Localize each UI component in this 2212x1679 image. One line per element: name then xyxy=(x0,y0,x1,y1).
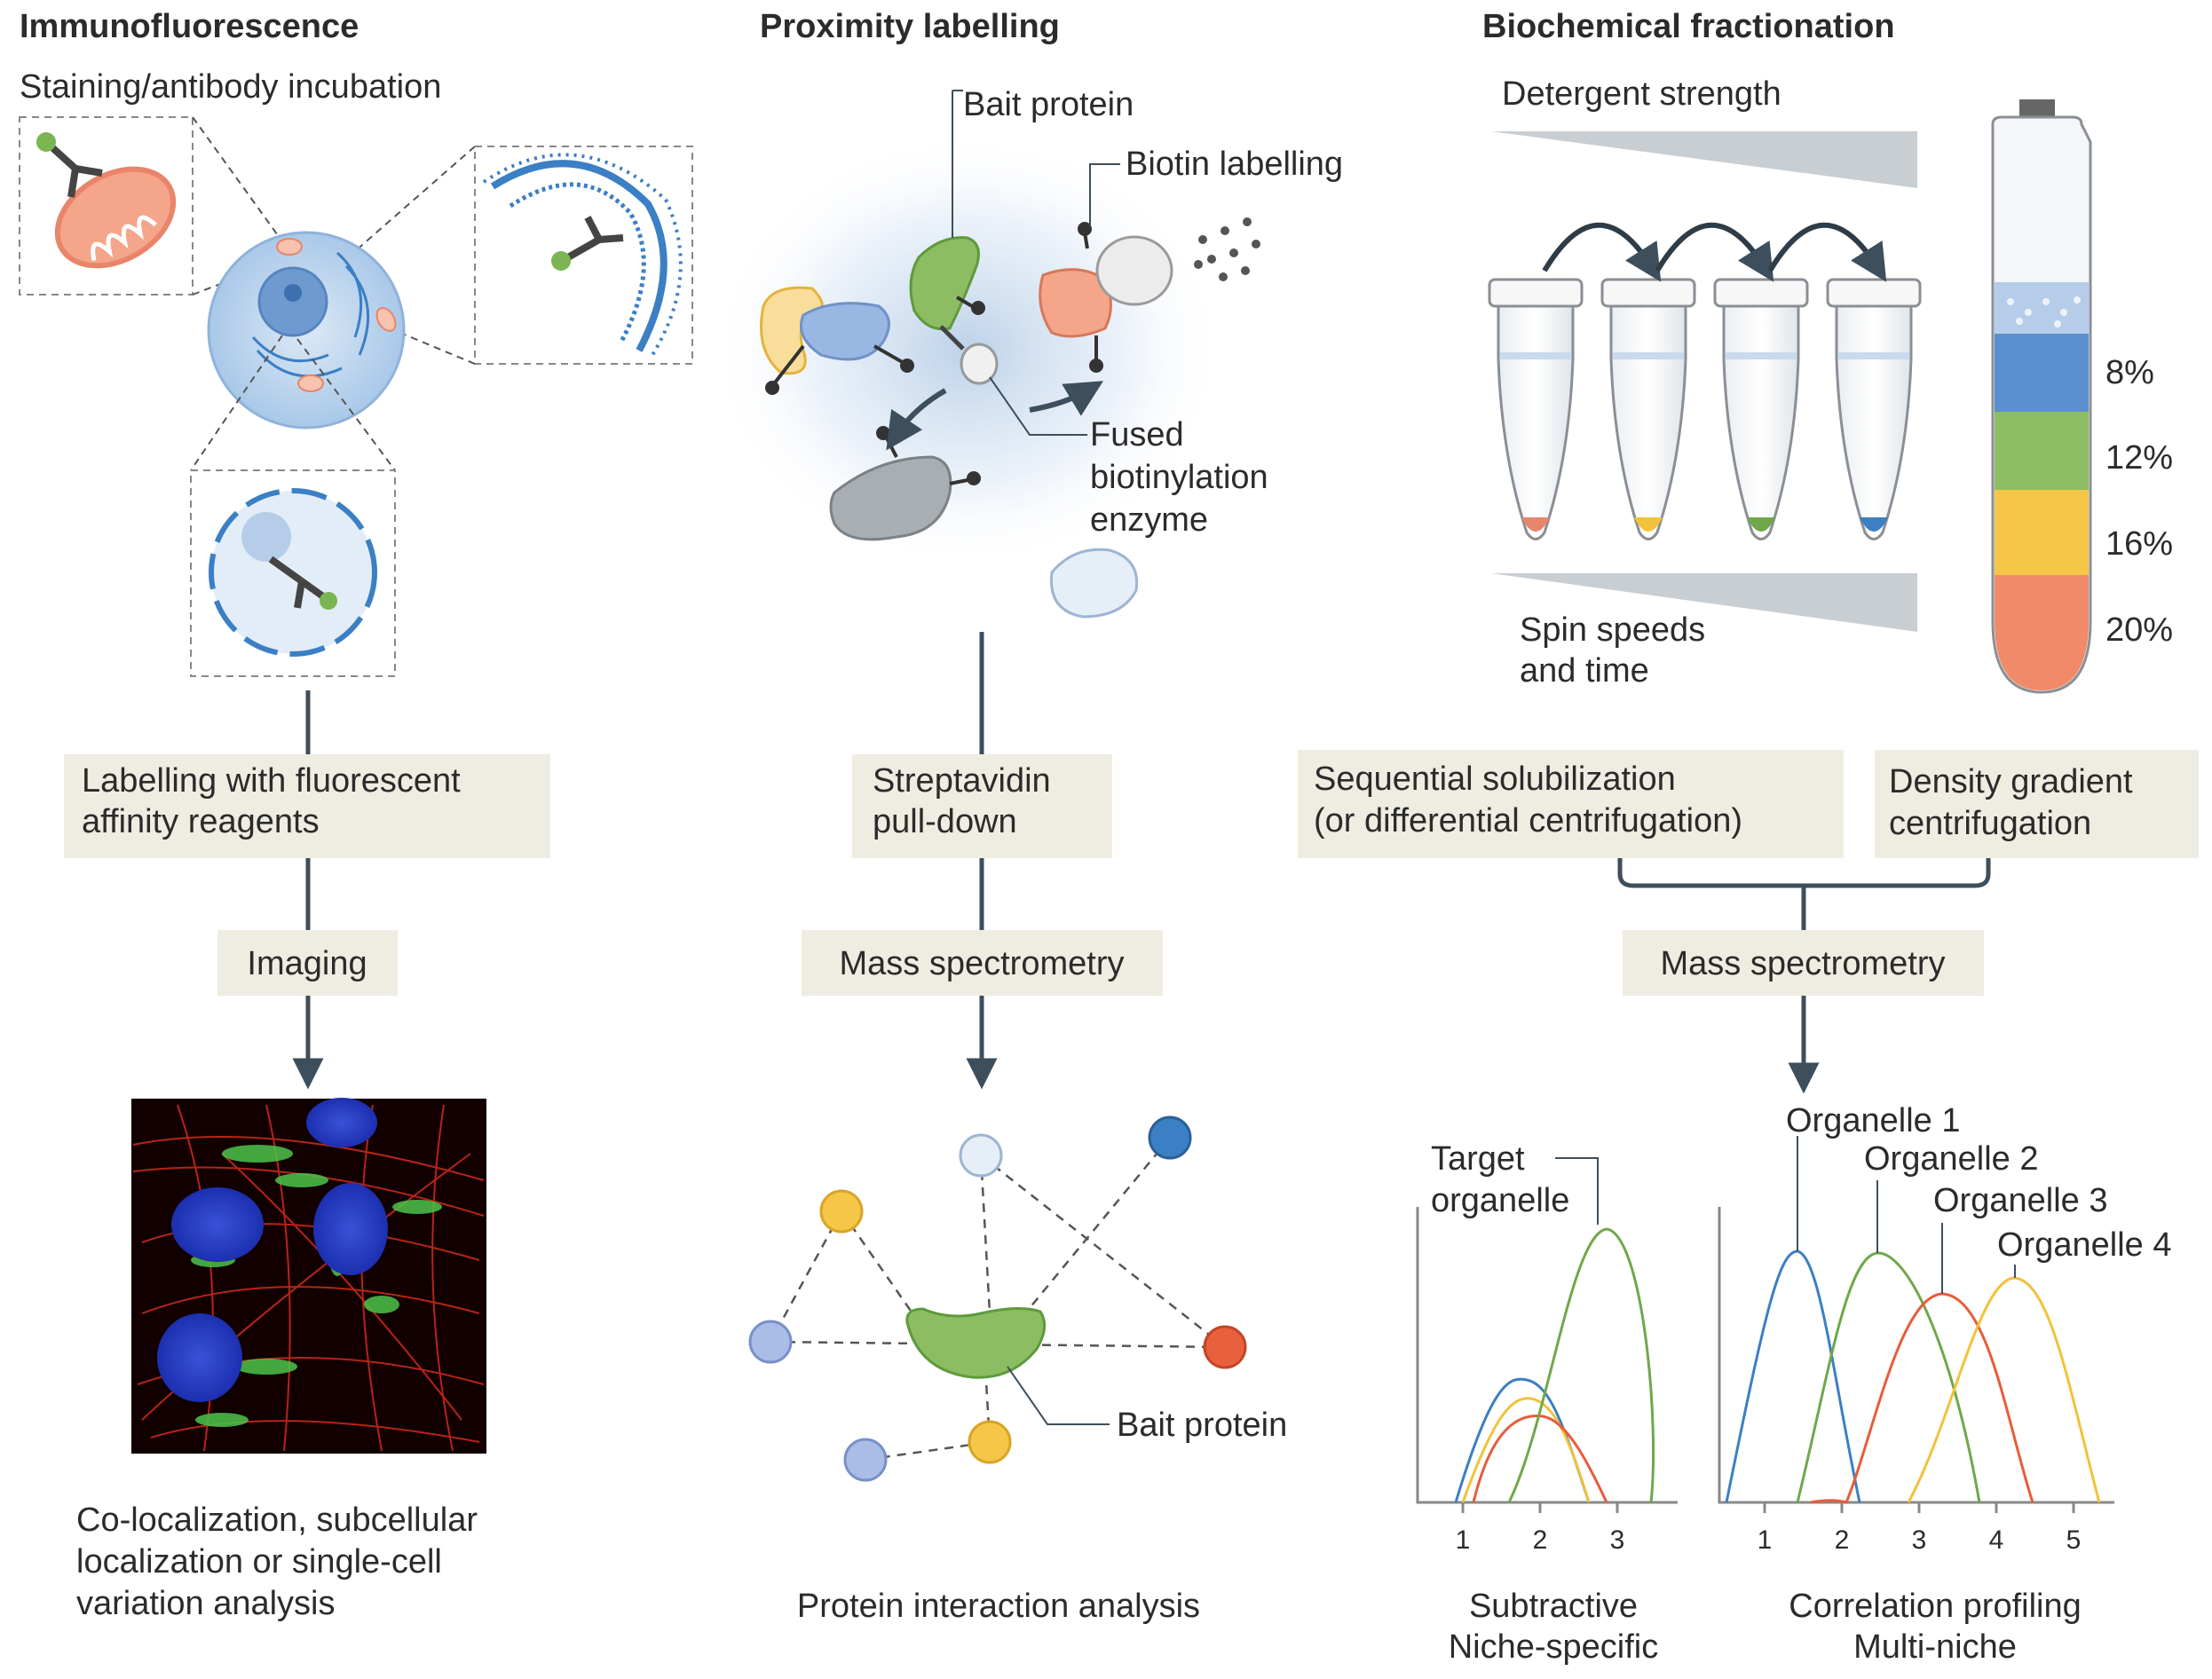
streptavidin-line-1: Streptavidin xyxy=(873,762,1051,800)
spin-label-line-2: and time xyxy=(1520,652,1649,690)
enzyme-label-line-2: biotinylation xyxy=(1090,459,1268,496)
labelling-line-1: Labelling with fluorescent xyxy=(82,762,461,800)
detergent-wedge xyxy=(1491,131,1917,188)
sequential-line-1: Sequential solubilization xyxy=(1314,761,1676,798)
plot2-caption-line-1: Correlation profiling xyxy=(1789,1588,2082,1625)
density-line-1: Density gradient xyxy=(1889,763,2133,800)
proximity-proteins xyxy=(760,217,1260,619)
target-label-line-2: organelle xyxy=(1431,1182,1569,1219)
sequential-line-2: (or differential centrifugation) xyxy=(1314,802,1742,840)
gradient-pct-16: 16% xyxy=(2105,525,2173,563)
plot2-tick-5: 5 xyxy=(2066,1525,2082,1555)
spin-wedge xyxy=(1491,573,1917,632)
organelle-label-1: Organelle 1 xyxy=(1786,1102,1960,1139)
density-line-2: centrifugation xyxy=(1889,805,2091,842)
gradient-pct-12: 12% xyxy=(2105,439,2173,477)
cell xyxy=(207,231,406,430)
subtractive-plot: 1 2 3 xyxy=(1416,1207,1678,1555)
plot1-tick-3: 3 xyxy=(1610,1525,1625,1555)
network-nodes xyxy=(748,1115,1247,1482)
bait-protein-label: Bait protein xyxy=(963,86,1134,123)
plot2-tick-3: 3 xyxy=(1912,1525,1927,1555)
nucleus-inset xyxy=(190,469,396,677)
organelle-label-3: Organelle 3 xyxy=(1933,1182,2107,1219)
gradient-pct-8: 8% xyxy=(2105,354,2154,391)
fluorescence-micrograph xyxy=(131,1098,486,1454)
mass-spec-label-2: Mass spectrometry xyxy=(1661,945,1946,982)
labelling-step-box: Labelling with fluorescent affinity reag… xyxy=(64,754,550,858)
proximity-result: Protein interaction analysis xyxy=(797,1588,1200,1625)
target-label-line-1: Target xyxy=(1431,1140,1525,1178)
enzyme-label-line-3: enzyme xyxy=(1090,501,1208,539)
plot2-caption-line-2: Multi-niche xyxy=(1853,1628,2017,1666)
detergent-label: Detergent strength xyxy=(1502,75,1781,113)
antibody-icon xyxy=(36,132,103,198)
immuno-title: Immunofluorescence xyxy=(20,8,359,45)
sequential-step-box: Sequential solubilization (or differenti… xyxy=(1298,750,1844,858)
spin-label-line-1: Spin speeds xyxy=(1520,611,1705,649)
mass-spec-step-box-1: Mass spectrometry xyxy=(802,930,1163,996)
mitochondrion-inset xyxy=(19,116,194,296)
biochemical-title: Biochemical fractionation xyxy=(1482,8,1895,45)
plot2-tick-2: 2 xyxy=(1835,1525,1850,1555)
density-step-box: Density gradient centrifugation xyxy=(1875,750,2199,858)
enzyme-label-line-1: Fused xyxy=(1090,416,1184,453)
imaging-label: Imaging xyxy=(247,945,367,982)
immuno-result-line-3: variation analysis xyxy=(76,1585,335,1622)
network-bait-label: Bait protein xyxy=(1117,1407,1287,1444)
immuno-result-line-2: localization or single-cell xyxy=(76,1543,442,1580)
streptavidin-step-box: Streptavidin pull-down xyxy=(852,754,1112,858)
plot1-caption-line-1: Subtractive xyxy=(1469,1588,1638,1625)
plot1-tick-2: 2 xyxy=(1533,1525,1548,1555)
plot1-caption-line-2: Niche-specific xyxy=(1449,1628,1659,1666)
mass-spec-step-box-2: Mass spectrometry xyxy=(1623,930,1984,996)
plot1-tick-1: 1 xyxy=(1456,1525,1471,1555)
organelle-label-2: Organelle 2 xyxy=(1864,1140,2038,1178)
plot2-tick-4: 4 xyxy=(1989,1525,2004,1555)
immuno-subtitle: Staining/antibody incubation xyxy=(20,68,441,106)
density-gradient-column xyxy=(1991,99,2092,694)
labelling-line-2: affinity reagents xyxy=(82,803,320,840)
proximity-title: Proximity labelling xyxy=(760,8,1060,45)
microcentrifuge-tubes xyxy=(1488,222,1922,540)
plot2-tick-1: 1 xyxy=(1758,1525,1773,1555)
immuno-result-line-1: Co-localization, subcellular xyxy=(76,1502,478,1539)
network-bait-node xyxy=(905,1306,1047,1379)
mass-spec-label-1: Mass spectrometry xyxy=(840,945,1125,982)
streptavidin-line-2: pull-down xyxy=(873,803,1017,840)
imaging-step-box: Imaging xyxy=(217,930,398,996)
biotin-labelling-label: Biotin labelling xyxy=(1126,146,1343,183)
gradient-pct-20: 20% xyxy=(2105,611,2173,649)
er-inset xyxy=(474,146,693,365)
organelle-label-4: Organelle 4 xyxy=(1997,1226,2171,1264)
